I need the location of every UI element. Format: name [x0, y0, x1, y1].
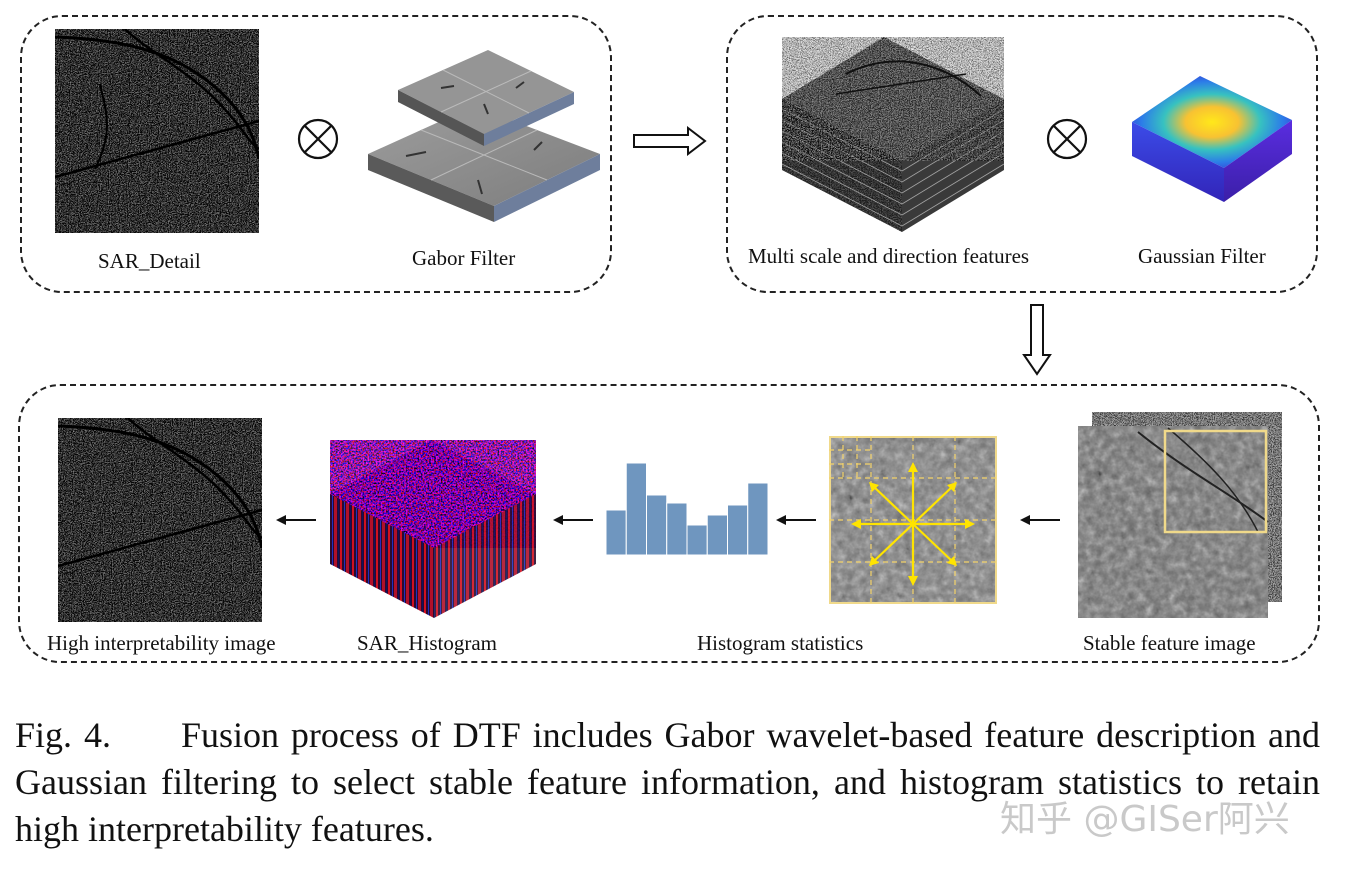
- watermark: 知乎 @GISer阿兴: [1000, 799, 1290, 840]
- figure-caption: Fig. 4.Fusion process of DTF includes Ga…: [15, 712, 1320, 853]
- histogram-bar: [646, 494, 668, 555]
- gaussian-filter-block: [1130, 74, 1294, 204]
- gaussian-filter-label: Gaussian Filter: [1138, 244, 1266, 268]
- histogram-bar: [706, 514, 728, 555]
- convolution-operator-icon-2: [1045, 117, 1089, 161]
- panel-gaussian-stage: [726, 15, 1318, 293]
- histogram-bar: [666, 502, 688, 555]
- caption-text: Fusion process of DTF includes Gabor wav…: [15, 715, 1320, 849]
- panel-histogram-stage: [18, 384, 1320, 663]
- gabor-filter-label: Gabor Filter: [412, 246, 516, 270]
- multiscale-feature-stack: [776, 34, 1010, 234]
- stable-feature-image: [1078, 412, 1284, 620]
- panel-gabor-stage: [20, 15, 612, 293]
- high-interpretability-label: High interpretability image: [47, 631, 276, 655]
- histogram-bar: [625, 462, 647, 555]
- sar-detail-label: SAR_Detail: [98, 249, 201, 273]
- convolution-operator-icon: [296, 117, 340, 161]
- left-arrow-icon-2: [551, 510, 595, 530]
- gabor-filter-plates: [366, 48, 602, 224]
- high-interpretability-image: [58, 418, 262, 622]
- multiscale-label: Multi scale and direction features: [748, 244, 1030, 268]
- histogram-bar: [686, 524, 708, 555]
- histogram-statistics-image: [829, 436, 997, 604]
- histogram-bar: [747, 482, 768, 555]
- sar-histogram-cube: [328, 438, 538, 620]
- left-arrow-icon-1: [274, 510, 318, 530]
- sar-detail-image: [55, 29, 259, 233]
- sar-histogram-label: SAR_Histogram: [357, 631, 498, 655]
- left-arrow-icon-3: [774, 510, 818, 530]
- left-arrow-icon-4: [1018, 510, 1062, 530]
- down-arrow-icon: [1022, 303, 1052, 377]
- histogram-bar: [727, 504, 749, 555]
- stable-feature-label: Stable feature image: [1083, 631, 1256, 655]
- right-arrow-icon: [632, 126, 708, 156]
- histogram-statistics-label: Histogram statistics: [697, 631, 864, 655]
- figure-number: Fig. 4.: [15, 715, 111, 755]
- histogram-bar-chart: [606, 455, 768, 555]
- histogram-bar: [606, 509, 627, 555]
